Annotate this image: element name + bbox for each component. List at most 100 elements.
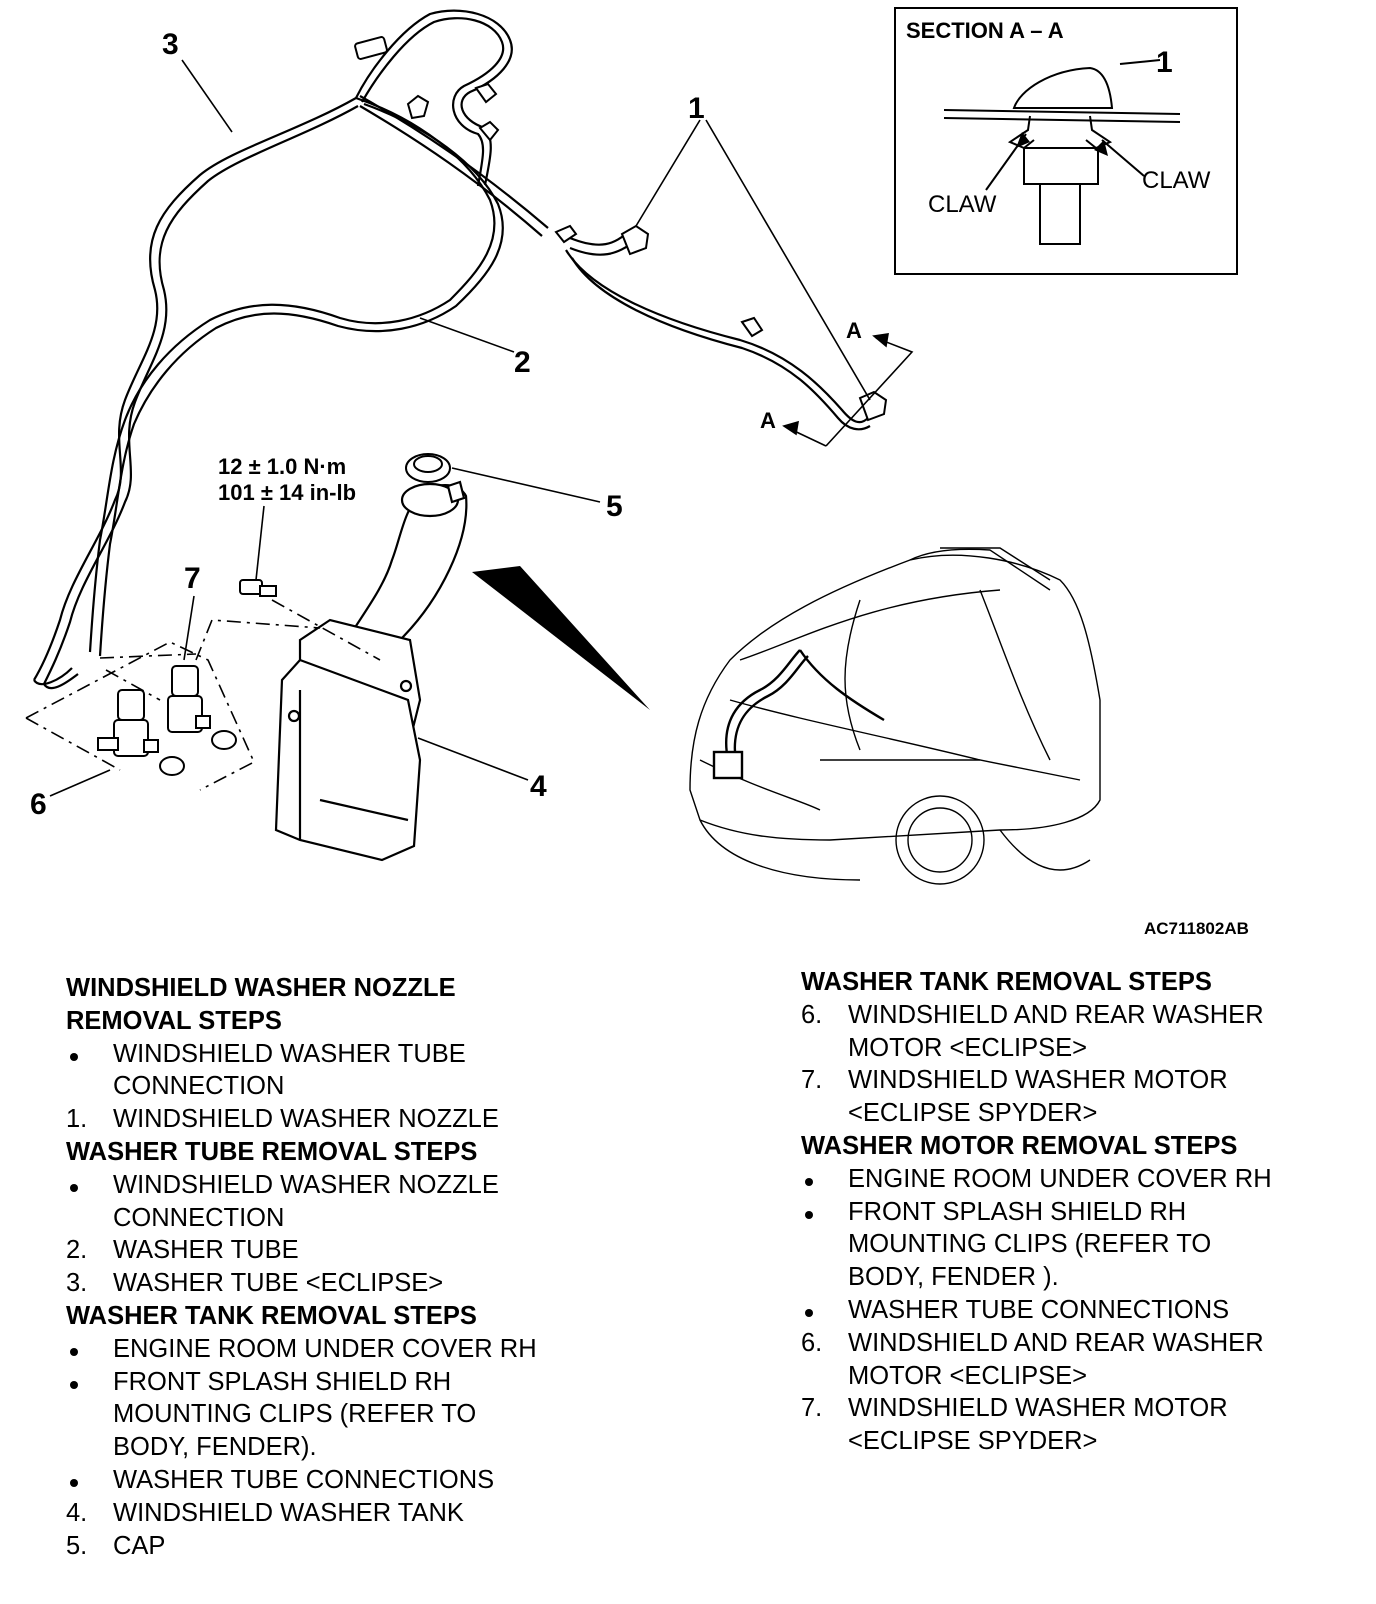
step-numbered-item: 7.WINDSHIELD WASHER MOTOR<ECLIPSE SPYDER…	[801, 1392, 1361, 1458]
step-heading: WASHER TUBE REMOVAL STEPS	[66, 1137, 478, 1166]
step-text: WINDSHIELD WASHER TANK	[113, 1497, 464, 1530]
step-text: WINDSHIELD WASHER NOZZLE CONNECTION	[113, 1169, 499, 1235]
bullet-dot-icon	[805, 1210, 813, 1219]
car-outline	[689, 547, 1101, 885]
mounting-bolt	[239, 579, 277, 597]
step-text-line: WINDSHIELD AND REAR WASHER	[848, 1000, 1264, 1029]
step-bullet-item: WASHER TUBE CONNECTIONS	[66, 1464, 626, 1497]
washer-tube-2	[88, 96, 504, 657]
step-text-line: MOUNTING CLIPS (REFER TO	[113, 1400, 477, 1429]
step-bullet-item: FRONT SPLASH SHIELD RH MOUNTING CLIPS (RE…	[66, 1366, 626, 1464]
washer-tube-3	[33, 97, 359, 690]
step-text-line: WINDSHIELD AND REAR WASHER	[848, 1328, 1264, 1357]
step-heading: WASHER TANK REMOVAL STEPS	[66, 1301, 477, 1330]
step-text: WASHER TUBE CONNECTIONS	[848, 1294, 1229, 1327]
bullet-marker	[66, 1169, 113, 1235]
step-numbered-item: 6. WINDSHIELD AND REAR WASHER MOTOR <ECLIP…	[801, 999, 1361, 1065]
step-numbered-item: 2. WASHER TUBE	[66, 1234, 626, 1267]
callout-4: 4	[530, 770, 547, 803]
section-inset-title: SECTION A – A	[906, 18, 1064, 43]
step-text-line: MOTOR <ECLIPSE>	[848, 1361, 1088, 1390]
step-bullet-item: ENGINE ROOM UNDER COVER RH	[801, 1163, 1361, 1196]
step-text: WINDSHIELD AND REAR WASHER MOTOR <ECLIPSE…	[848, 999, 1264, 1065]
step-text-line: <ECLIPSE SPYDER>	[848, 1427, 1098, 1456]
section-inset	[894, 7, 1238, 275]
step-numbered-item: 5. CAP	[66, 1530, 626, 1563]
callout-1: 1	[688, 92, 705, 125]
step-heading: WASHER MOTOR REMOVAL STEPS	[801, 1131, 1238, 1160]
reference-code: AC711802AB	[1144, 919, 1249, 938]
step-text: WINDSHIELD WASHER MOTOR <ECLIPSE SPYDER>	[848, 1392, 1228, 1458]
step-numbered-item: 4.WINDSHIELD WASHER TANK	[66, 1497, 626, 1530]
step-text-line: WINDSHIELD WASHER NOZZLE	[113, 1170, 499, 1199]
torque-spec-imperial: 101 ± 14 in-lb	[218, 480, 356, 505]
washer-system-diagram: 3 2 1 5 4 6 7 A A 12 ± 1.0 N·m 101 ± 14 …	[25, 7, 1249, 938]
step-text: WASHER TUBE	[113, 1234, 299, 1267]
callout-2: 2	[514, 346, 531, 379]
step-numbered-item: 3. WASHER TUBE <ECLIPSE>	[66, 1267, 626, 1300]
step-number: 1.	[66, 1105, 88, 1134]
step-text-line: WASHER TUBE CONNECTIONS	[113, 1465, 495, 1494]
callout-6: 6	[30, 788, 47, 821]
step-heading: WASHER TANK REMOVAL STEPS	[801, 968, 1212, 996]
step-text-line: CONNECTION	[113, 1203, 285, 1232]
callout-7: 7	[184, 562, 201, 595]
step-bullet-item: WINDSHIELD WASHER NOZZLE CONNECTION	[66, 1169, 626, 1235]
dashed-guides	[25, 599, 381, 791]
tank-cap	[405, 453, 451, 483]
washer-tank	[274, 480, 468, 862]
step-text-line: MOTOR <ECLIPSE>	[848, 1033, 1088, 1062]
step-text: ENGINE ROOM UNDER COVER RH	[848, 1163, 1272, 1196]
section-a-indicators	[782, 333, 914, 447]
washer-nozzle-right	[858, 390, 888, 422]
washer-tube-nozzle-branch	[359, 95, 871, 431]
removal-steps-right-column: WASHER TANK REMOVAL STEPS 6. WINDSHIELD AN…	[801, 966, 1361, 1458]
view-pointer	[472, 566, 650, 710]
step-text: CAP	[113, 1530, 165, 1563]
step-text: WINDSHIELD WASHER NOZZLE	[113, 1103, 499, 1136]
step-text-line: WINDSHIELD WASHER MOTOR	[848, 1394, 1228, 1423]
step-text-line: WINDSHIELD WASHER NOZZLE	[113, 1105, 499, 1134]
step-text-line: WINDSHIELD WASHER TANK	[113, 1498, 464, 1527]
step-bullet-item: ENGINE ROOM UNDER COVER RH	[66, 1333, 626, 1366]
step-number: 3.	[66, 1269, 88, 1298]
callout-5: 5	[606, 490, 623, 523]
bullet-marker	[66, 1333, 113, 1366]
step-text-line: WASHER TUBE <ECLIPSE>	[113, 1269, 444, 1298]
step-text: ENGINE ROOM UNDER COVER RH	[113, 1333, 537, 1366]
bullet-marker	[801, 1196, 848, 1294]
step-text: WASHER TUBE <ECLIPSE>	[113, 1267, 443, 1300]
step-heading: REMOVAL STEPS	[66, 1006, 282, 1035]
step-numbered-item: 7.WINDSHIELD WASHER MOTOR<ECLIPSE SPYDER…	[801, 1064, 1361, 1130]
step-number: 6.	[801, 1328, 823, 1357]
step-number: 5.	[66, 1531, 88, 1560]
washer-motor-6	[97, 689, 185, 776]
step-text: WINDSHIELD AND REAR WASHER MOTOR <ECLIPSE…	[848, 1327, 1264, 1393]
section-a-label-right: A	[846, 318, 862, 343]
step-bullet-item: WASHER TUBE CONNECTIONS	[801, 1294, 1361, 1327]
bullet-dot-icon	[805, 1309, 813, 1318]
callout-3: 3	[162, 28, 179, 61]
bullet-dot-icon	[70, 1479, 78, 1488]
step-text-line: MOUNTING CLIPS (REFER TO	[848, 1230, 1212, 1259]
step-text-line: WASHER TUBE	[113, 1236, 299, 1265]
step-text: WASHER TUBE CONNECTIONS	[113, 1464, 494, 1497]
step-number: 2.	[66, 1236, 88, 1265]
bullet-dot-icon	[70, 1380, 78, 1389]
step-text-line: FRONT SPLASH SHIELD RH	[113, 1367, 452, 1396]
bullet-marker	[66, 1038, 113, 1104]
washer-nozzle-left	[620, 224, 650, 256]
bullet-dot-icon	[805, 1178, 813, 1187]
washer-motor-7	[167, 665, 237, 750]
section-a-label-left: A	[760, 408, 776, 433]
step-text-line: ENGINE ROOM UNDER COVER RH	[113, 1334, 537, 1363]
bullet-marker	[66, 1464, 113, 1497]
claw-label-left: CLAW	[928, 191, 997, 218]
step-numbered-item: 1. WINDSHIELD WASHER NOZZLE	[66, 1103, 626, 1136]
step-number: 6.	[801, 1000, 823, 1029]
claw-label-right: CLAW	[1142, 167, 1211, 194]
step-text-line: <ECLIPSE SPYDER>	[848, 1099, 1098, 1128]
